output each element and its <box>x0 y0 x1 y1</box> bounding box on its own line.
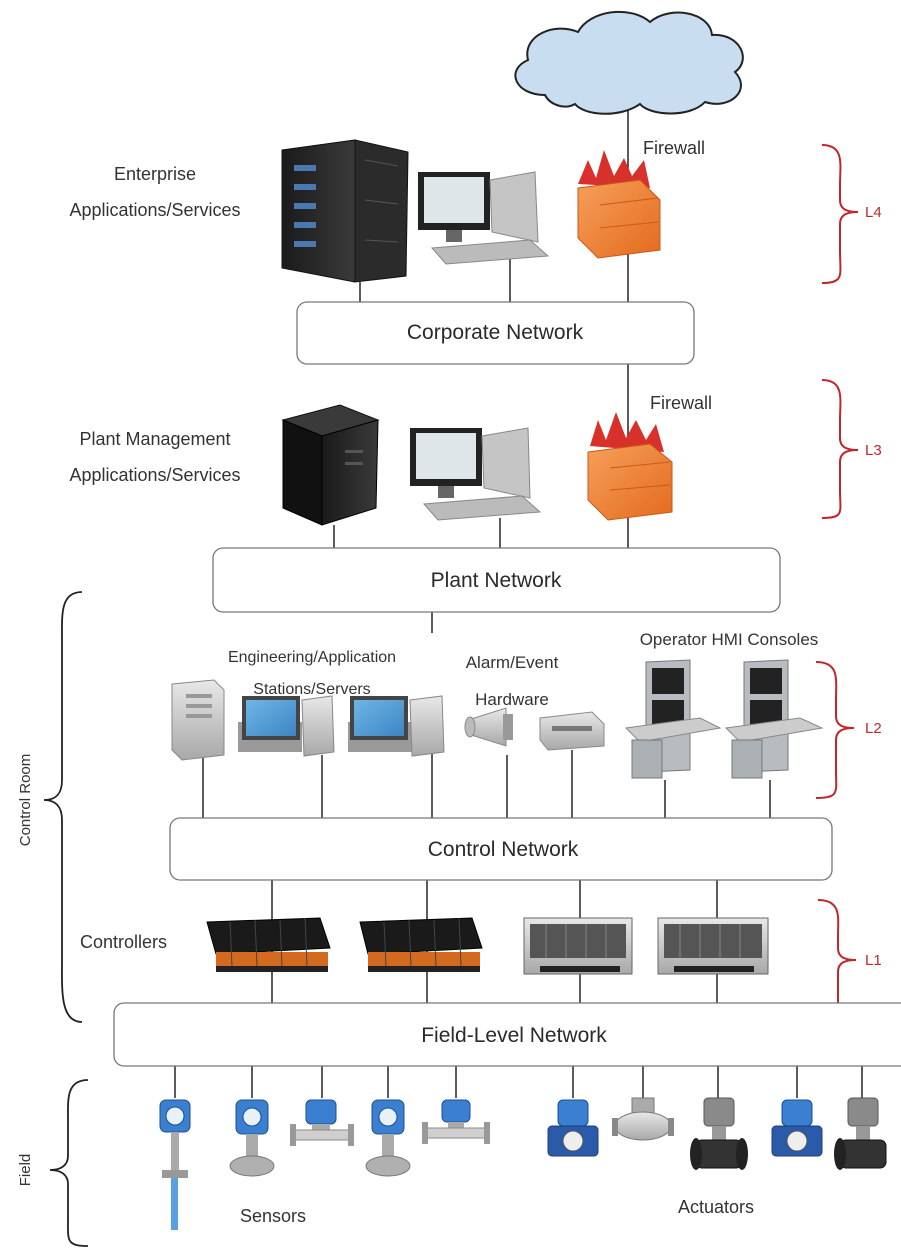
enterprise-label-line2: Applications/Services <box>69 200 240 220</box>
desktop-computer-icon <box>410 427 542 521</box>
field-level-network-box <box>113 1002 901 1067</box>
tower-server-icon <box>171 679 225 761</box>
printer-icon <box>539 711 605 751</box>
controller-rack-icon <box>359 917 483 972</box>
hmi-console-icon <box>724 659 824 779</box>
valve-actuator-icon <box>771 1099 823 1157</box>
plant-network-box <box>212 547 781 613</box>
firewall-label-mid: Firewall <box>650 393 712 413</box>
corporate-network-label: Corporate Network <box>407 321 584 344</box>
tower-server-icon <box>281 404 380 526</box>
siren-icon <box>464 707 513 747</box>
controller-rack-icon <box>206 917 331 972</box>
level-brace-l3 <box>821 379 859 519</box>
firewall-icon <box>577 150 661 259</box>
sensor-transmitter-icon <box>290 1099 354 1146</box>
field-label: Field <box>17 1154 34 1187</box>
sensor-transmitter-icon <box>422 1099 490 1144</box>
alarm-label-line2: Hardware <box>475 690 549 709</box>
firewall-icon <box>587 412 673 521</box>
alarm-label-line1: Alarm/Event <box>466 653 559 672</box>
control-network-box <box>169 817 833 881</box>
controller-rack-icon <box>523 917 633 975</box>
controllers-label: Controllers <box>80 932 167 952</box>
cloud-icon <box>514 10 744 115</box>
desktop-computer-icon <box>238 695 335 757</box>
level-label-l1: L1 <box>865 952 882 969</box>
control-room-label: Control Room <box>17 754 34 847</box>
operator-hmi-label: Operator HMI Consoles <box>640 630 819 649</box>
engineering-label-line1: Engineering/Application <box>228 649 396 666</box>
firewall-label-top: Firewall <box>643 138 705 158</box>
level-brace-l2 <box>815 661 855 799</box>
control-room-brace <box>43 591 83 1023</box>
engineering-label-line2: Stations/Servers <box>253 681 370 698</box>
level-label-l3: L3 <box>865 442 882 459</box>
desktop-computer-icon <box>348 695 445 757</box>
field-level-network-label: Field-Level Network <box>421 1024 607 1047</box>
valve-actuator-icon <box>834 1097 887 1170</box>
field-brace <box>49 1079 89 1247</box>
enterprise-label-line1: Enterprise <box>114 164 196 184</box>
server-rack-icon <box>281 139 409 283</box>
valve-actuator-icon <box>547 1099 599 1157</box>
plant-mgmt-label-line2: Applications/Services <box>69 465 240 485</box>
hmi-console-icon <box>624 659 722 779</box>
valve-actuator-icon <box>690 1097 748 1170</box>
control-network-label: Control Network <box>428 838 579 861</box>
sensor-transmitter-icon <box>159 1099 191 1230</box>
level-brace-l4 <box>821 144 859 284</box>
desktop-computer-icon <box>418 171 550 265</box>
sensor-transmitter-icon <box>365 1099 411 1177</box>
plant-network-label: Plant Network <box>431 569 562 592</box>
sensors-label: Sensors <box>240 1206 306 1226</box>
level-label-l2: L2 <box>865 720 882 737</box>
valve-actuator-icon <box>612 1097 674 1141</box>
actuators-label: Actuators <box>678 1197 754 1217</box>
level-label-l4: L4 <box>865 204 882 221</box>
controller-rack-icon <box>657 917 769 975</box>
sensor-transmitter-icon <box>229 1099 275 1177</box>
plant-mgmt-label-line1: Plant Management <box>79 429 230 449</box>
corporate-network-box <box>296 301 695 365</box>
